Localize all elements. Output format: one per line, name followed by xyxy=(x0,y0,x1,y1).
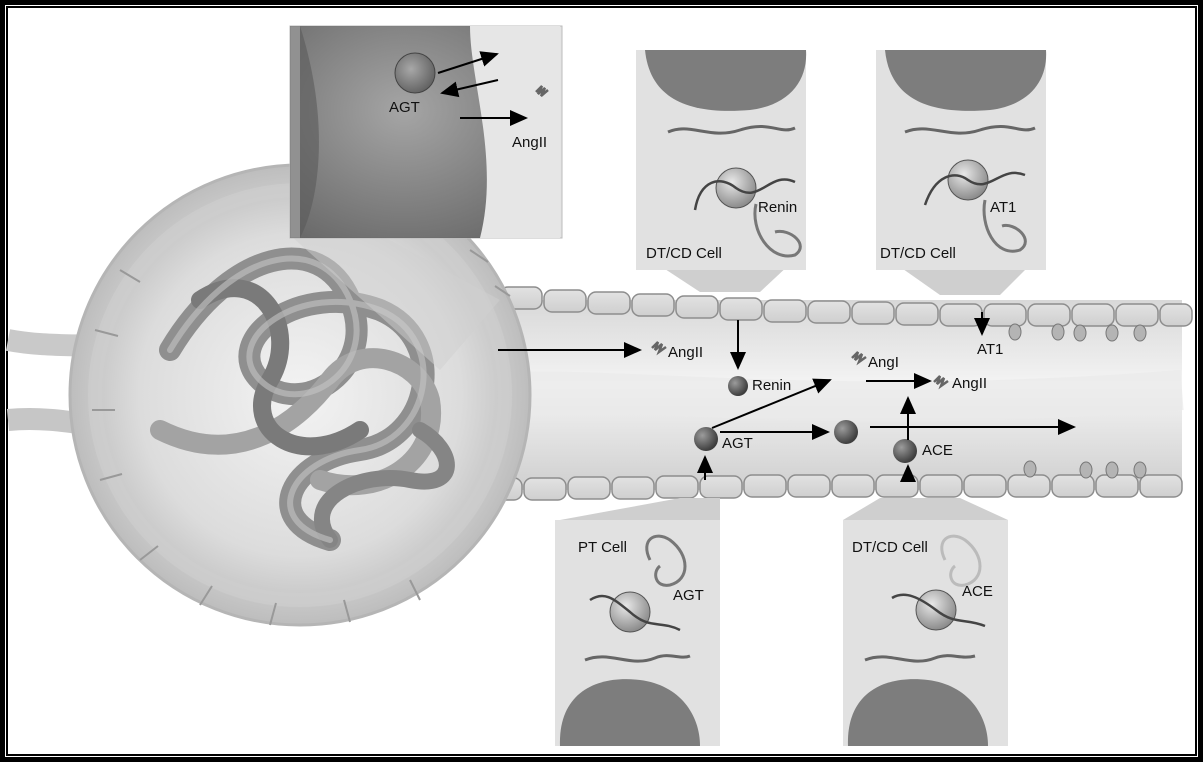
top-right-gene-label: AT1 xyxy=(990,200,1016,215)
callout-bottom-ace xyxy=(843,498,1008,746)
top-left-cell-label: DT/CD Cell xyxy=(646,246,722,261)
renin-molecule xyxy=(728,376,748,396)
lumen-agt-label: AGT xyxy=(722,436,753,451)
agt-molecule xyxy=(694,427,718,451)
vessel-agt-label: AGT xyxy=(389,100,420,115)
top-right-cell-label: DT/CD Cell xyxy=(880,246,956,261)
lumen-angi-label: AngI xyxy=(868,355,899,370)
top-left-gene-label: Renin xyxy=(758,200,797,215)
lumen-at1-label: AT1 xyxy=(977,342,1003,357)
ace-molecule xyxy=(893,439,917,463)
lumen-renin-label: Renin xyxy=(752,378,791,393)
bottom-right-gene-label: ACE xyxy=(962,584,993,599)
callout-bottom-agt xyxy=(555,498,720,746)
vessel-angii-label: AngII xyxy=(512,135,547,150)
lumen-ace-label: ACE xyxy=(922,443,953,458)
lumen-angii-formed-label: AngII xyxy=(952,376,987,391)
bottom-left-cell-label: PT Cell xyxy=(578,540,627,555)
bottom-left-gene-label: AGT xyxy=(673,588,704,603)
bottom-right-cell-label: DT/CD Cell xyxy=(852,540,928,555)
lumen-angii-filtered-label: AngII xyxy=(668,345,703,360)
agt-cleaved-molecule xyxy=(834,420,858,444)
